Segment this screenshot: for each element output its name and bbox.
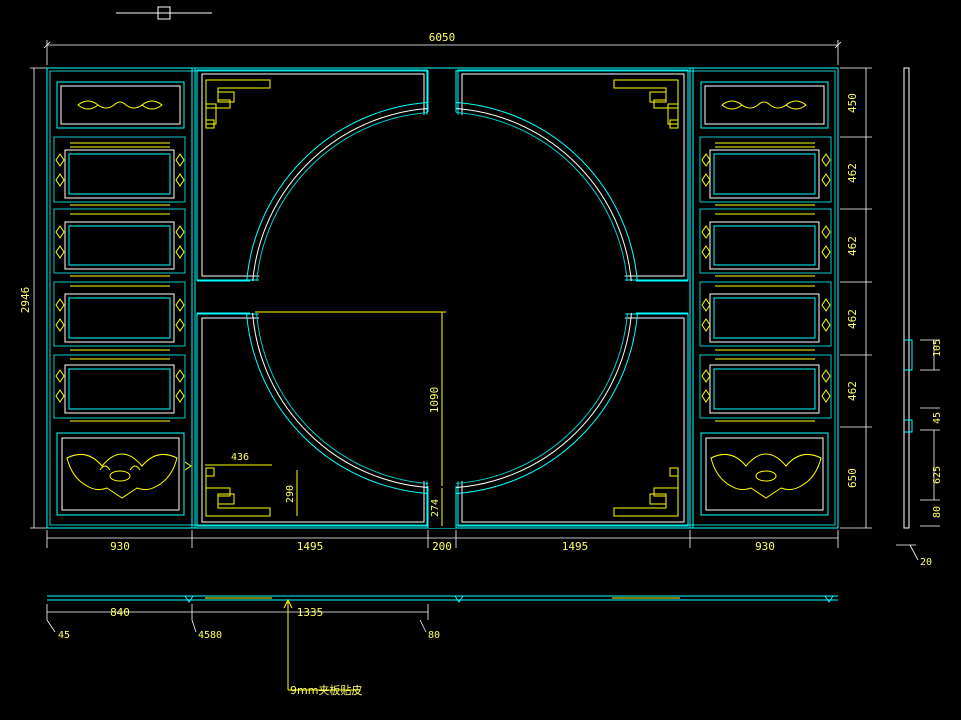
overall-height-dimension: 2946	[19, 67, 47, 529]
carved-scroll-ornament	[77, 100, 163, 110]
moon-gate	[196, 69, 689, 528]
section-dim-1: 840	[110, 606, 130, 619]
dim-bottom-0: 930	[110, 540, 130, 553]
center-height-label: 1090	[428, 387, 441, 414]
dim-right-2: 462	[846, 236, 859, 256]
dim-bottom-1: 1495	[297, 540, 324, 553]
carved-bat-ornament	[66, 453, 178, 499]
dim-right-5: 650	[846, 468, 859, 488]
crosshair-cursor-icon	[116, 6, 212, 20]
detail-width-label: 436	[231, 452, 249, 463]
overall-width-dimension: 6050	[43, 31, 842, 65]
fretwork-detail-dimension: 436 290	[205, 452, 298, 516]
left-framed-panels	[53, 136, 186, 422]
dim-right-4: 462	[846, 381, 859, 401]
dim-bottom-2: 200	[432, 540, 452, 553]
plan-section-strip: 840 1335 45 4580 80 9mm夹板贴皮	[46, 595, 838, 697]
fretwork-corners	[205, 79, 679, 517]
material-note: 9mm夹板贴皮	[290, 683, 362, 697]
side-section-view: 105 45 625 80 20	[896, 67, 943, 568]
dim-right-1: 462	[846, 163, 859, 183]
dim-right-3: 462	[846, 309, 859, 329]
dim-bottom-3: 1495	[562, 540, 589, 553]
side-dim-0: 105	[932, 339, 943, 357]
side-dim-4: 20	[920, 557, 932, 568]
right-dimensions: 450 462 462 462 462 650	[840, 67, 872, 529]
section-dim-4: 80	[428, 630, 440, 641]
left-panel-column	[53, 81, 192, 516]
bottom-dimensions: 930 1495 200 1495 930	[46, 530, 839, 553]
dim-bottom-4: 930	[755, 540, 775, 553]
section-dim-2: 4580	[198, 630, 222, 641]
right-panel-column	[699, 81, 832, 516]
side-dim-3: 80	[932, 506, 943, 518]
section-dim-3: 1335	[297, 606, 324, 619]
center-bottom-label: 274	[430, 499, 441, 517]
overall-height-label: 2946	[19, 287, 32, 314]
overall-width-label: 6050	[429, 31, 456, 44]
detail-height-label: 290	[285, 485, 296, 503]
side-dim-1: 45	[932, 412, 943, 424]
dim-right-0: 450	[846, 93, 859, 113]
center-height-dimension: 1090 274	[255, 311, 446, 526]
section-dim-0: 45	[58, 630, 70, 641]
side-dim-2: 625	[932, 466, 943, 484]
